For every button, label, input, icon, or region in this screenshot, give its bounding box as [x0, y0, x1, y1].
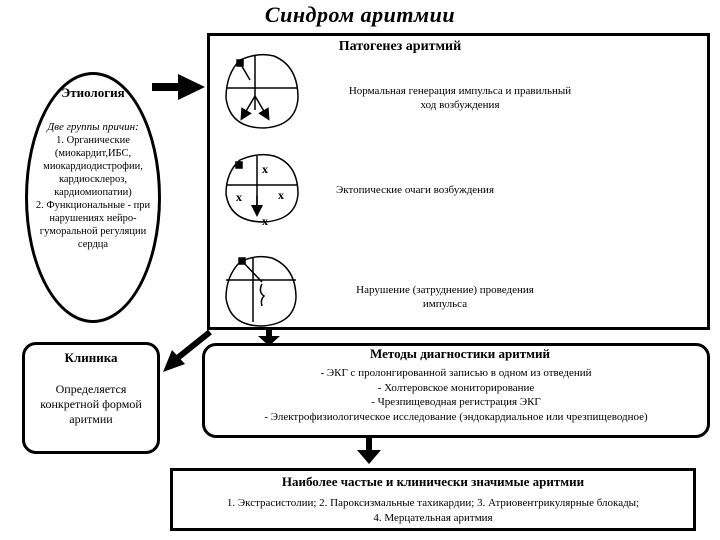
ectopic-marker: x [262, 162, 268, 176]
methods-box [202, 343, 710, 438]
arrhythmias-box [170, 468, 696, 531]
ectopic-marker: x [262, 214, 268, 228]
heart-ectopic-icon [225, 153, 299, 223]
arrhythmias-list: 1. Экстрасистолии; 2. Пароксизмальные та… [172, 496, 694, 526]
clinic-text: Определяется конкретной формой аритмии [28, 382, 154, 427]
clinic-box [22, 342, 160, 454]
pathogenesis-text: Нормальная генерация импульса и правильн… [348, 85, 572, 97]
etiology-line: (миокардит,ИБС, [54, 148, 132, 159]
pathogenesis-text: Эктопические очаги возбуждения [335, 184, 495, 196]
ectopic-marker: x [236, 190, 242, 204]
methods-item: - ЭКГ с пролонгированной записью в одном… [320, 367, 592, 379]
etiology-line: 2. Функциональные - при [35, 200, 151, 211]
arrow-methods-to-arrhythmias [357, 438, 381, 464]
heart-block-icon [225, 255, 297, 327]
methods-item: - Электрофизиологическое исследование (э… [264, 410, 648, 423]
etiology-line: кардиосклероз, [58, 174, 128, 185]
etiology-subheading: Две группы причин: [47, 121, 139, 133]
etiology-heading: Этиология [61, 85, 125, 100]
arrow-pathogenesis-to-clinic [163, 329, 212, 372]
arrow-etiology-to-pathogenesis [152, 74, 205, 100]
arrow-pathogenesis-to-methods [258, 330, 280, 346]
pathogenesis-text: Нарушение (затруднение) проведения [356, 284, 534, 296]
etiology-line: нарушениях нейро- [49, 213, 137, 224]
arrhythmias-line: 1. Экстрасистолии; 2. Пароксизмальные та… [226, 497, 640, 509]
etiology-ellipse [25, 72, 161, 323]
etiology-list: 1. Органические (миокардит,ИБС, миокарди… [28, 134, 158, 251]
methods-item: - Холтеровское мониторирование [377, 381, 535, 394]
pathogenesis-item-ectopic: Эктопические очаги возбуждения [300, 183, 530, 197]
etiology-line: миокардиодистрофии, [43, 161, 143, 172]
page-title: Синдром аритмии [264, 2, 456, 27]
pathogenesis-item-block: Нарушение (затруднение) проведения импул… [315, 283, 575, 311]
pathogenesis-heading: Патогенез аритмий [338, 39, 462, 54]
etiology-line: сердца [77, 239, 109, 250]
pathogenesis-text: ход возбуждения [420, 99, 500, 111]
arrhythmias-heading: Наиболее частые и клинически значимые ар… [281, 474, 585, 489]
pathogenesis-item-normal: Нормальная генерация импульса и правильн… [310, 84, 610, 112]
clinic-line: аритмии [69, 412, 113, 426]
etiology-line: 1. Органические [56, 135, 130, 146]
heart-normal-icon [225, 53, 299, 129]
methods-list: - ЭКГ с пролонгированной записью в одном… [206, 366, 706, 424]
methods-item: - Чрезпищеводная регистрация ЭКГ [371, 396, 541, 408]
clinic-heading: Клиника [64, 350, 118, 365]
etiology-line: гуморальной регуляции [39, 226, 147, 237]
pathogenesis-text: импульса [422, 298, 468, 310]
arrhythmias-line: 4. Мерцательная аритмия [373, 512, 493, 524]
ectopic-marker: x [278, 188, 284, 202]
clinic-line: конкретной формой [40, 397, 142, 411]
clinic-line: Определяется [55, 382, 127, 396]
methods-heading: Методы диагностики аритмий [370, 346, 550, 361]
etiology-line: кардиомиопатии) [54, 187, 132, 198]
